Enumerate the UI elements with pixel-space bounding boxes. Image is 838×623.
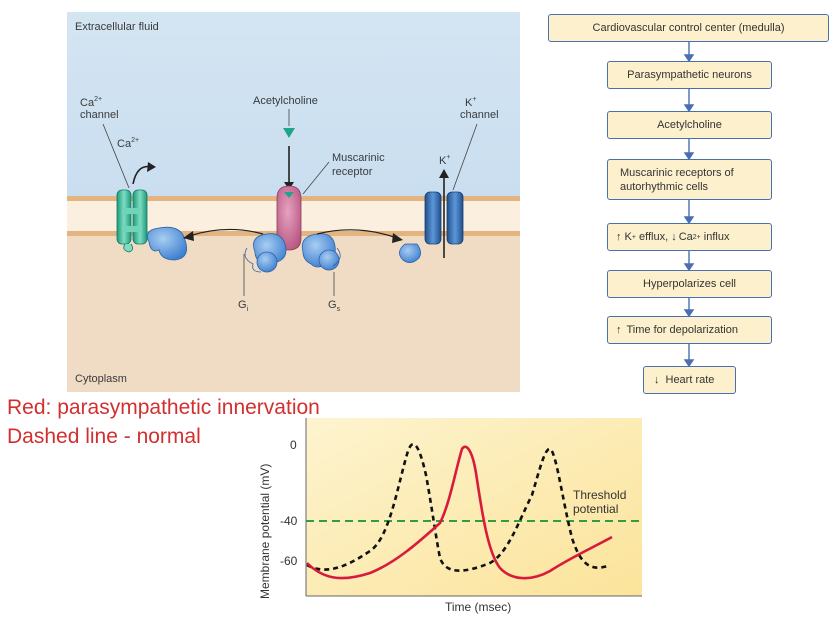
- normal-dashed-curve: [306, 443, 611, 572]
- cytoplasm-label: Cytoplasm: [75, 373, 127, 385]
- x-axis-label: Time (msec): [445, 600, 511, 614]
- k-channel-pointer: [452, 123, 478, 191]
- y-tick-minus-40: -40: [280, 514, 298, 528]
- extracellular-region: [67, 12, 520, 200]
- plot-area: [306, 418, 642, 596]
- gs-to-k-channel-arrowhead: [392, 233, 403, 243]
- extracellular-fluid-label: Extracellular fluid: [75, 21, 159, 33]
- membrane-potential-chart: Membrane potential (mV) Time (msec) 0 -4…: [258, 418, 642, 614]
- ca-channel-label: Ca2+ channel: [80, 92, 119, 121]
- ca-ion-arrowhead: [147, 162, 156, 172]
- flow-connectors: [683, 42, 695, 368]
- gs-label: Gs: [328, 299, 341, 313]
- flow-step-acetylcholine: Acetylcholine: [607, 111, 772, 139]
- bound-acetylcholine: [284, 192, 294, 198]
- muscarinic-receptor-label: Muscarinic receptor: [332, 152, 388, 178]
- flow-step-heart-rate: ↓ Heart rate: [643, 366, 736, 394]
- cell-membrane-diagram: Extracellular fluid Cytoplasm Ca2+ chann…: [67, 12, 520, 392]
- flow-step-parasympathetic-neurons: Parasympathetic neurons: [607, 61, 772, 89]
- parasympathetic-red-curve: [306, 445, 613, 580]
- k-channel: [399, 191, 464, 263]
- gi-label: Gi: [238, 299, 249, 313]
- gi-to-ca-channel-arrow: [188, 228, 264, 237]
- down-arrow-icon: ↓: [654, 374, 660, 386]
- ca-channel-pointer: [102, 123, 130, 189]
- flow-step-time-for-depolarization: ↑ Time for depolarization: [607, 316, 772, 344]
- k-channel-label: K+ channel: [460, 92, 499, 121]
- flow-step-hyperpolarizes: Hyperpolarizes cell: [607, 270, 772, 298]
- ca-ion-label: Ca2+: [117, 137, 139, 150]
- acetylcholine-label: Acetylcholine: [253, 95, 318, 107]
- k-ion-label: K+: [439, 154, 450, 167]
- flow-step-muscarinic-line1: Muscarinic receptors of: [620, 166, 734, 179]
- g-protein-gi: [244, 233, 287, 273]
- y-tick-minus-60: -60: [280, 554, 298, 568]
- dashed-note: Dashed line - normal: [7, 425, 201, 448]
- ca-channel: [116, 189, 148, 253]
- down-arrow-icon: ↓: [671, 231, 677, 243]
- up-arrow-icon: ↑: [616, 231, 622, 243]
- receptor-pointer: [302, 161, 330, 195]
- flow-step-control-center: Cardiovascular control center (medulla): [548, 14, 829, 42]
- red-note: Red: parasympathetic innervation: [7, 396, 320, 419]
- k-efflux-arrowhead: [439, 169, 449, 178]
- y-tick-0: 0: [290, 438, 297, 452]
- acetylcholine-molecule: [283, 128, 295, 138]
- flow-step-muscarinic-receptors: Muscarinic receptors of autorhythmic cel…: [607, 159, 772, 200]
- threshold-annotation: Threshold potential: [573, 488, 630, 516]
- y-axis-label: Membrane potential (mV): [258, 464, 272, 599]
- g-protein-gs: [301, 233, 341, 271]
- gs-to-k-channel-arrow: [316, 229, 398, 239]
- up-arrow-icon: ↑: [616, 324, 622, 336]
- flow-step-muscarinic-line2: autorhythmic cells: [620, 180, 709, 193]
- gi-subunit-at-ca-channel: [146, 226, 188, 261]
- gi-to-ca-channel-arrowhead: [183, 231, 194, 241]
